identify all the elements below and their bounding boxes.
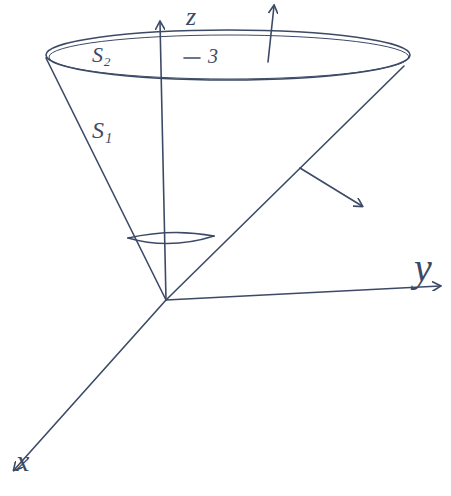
- cone-side: [166, 66, 404, 300]
- y-axis: [166, 286, 440, 300]
- surface-label: S₁: [92, 118, 112, 142]
- x-axis: [14, 300, 166, 470]
- cone-top-ellipse: [49, 35, 409, 79]
- normal-vector: [268, 6, 274, 62]
- cone-top-ellipse: [46, 30, 410, 80]
- normal-vector: [300, 168, 362, 206]
- axis-label: z: [186, 4, 196, 30]
- cone-side: [46, 58, 166, 300]
- axis-label: y: [414, 248, 432, 288]
- z-axis: [160, 22, 166, 300]
- surface-label: S₂: [92, 44, 111, 66]
- height-tick: [184, 57, 200, 59]
- height-label: 3: [208, 46, 218, 66]
- axis-label: x: [16, 446, 29, 476]
- cone-ring: [128, 232, 214, 238]
- cone-ring: [128, 236, 214, 244]
